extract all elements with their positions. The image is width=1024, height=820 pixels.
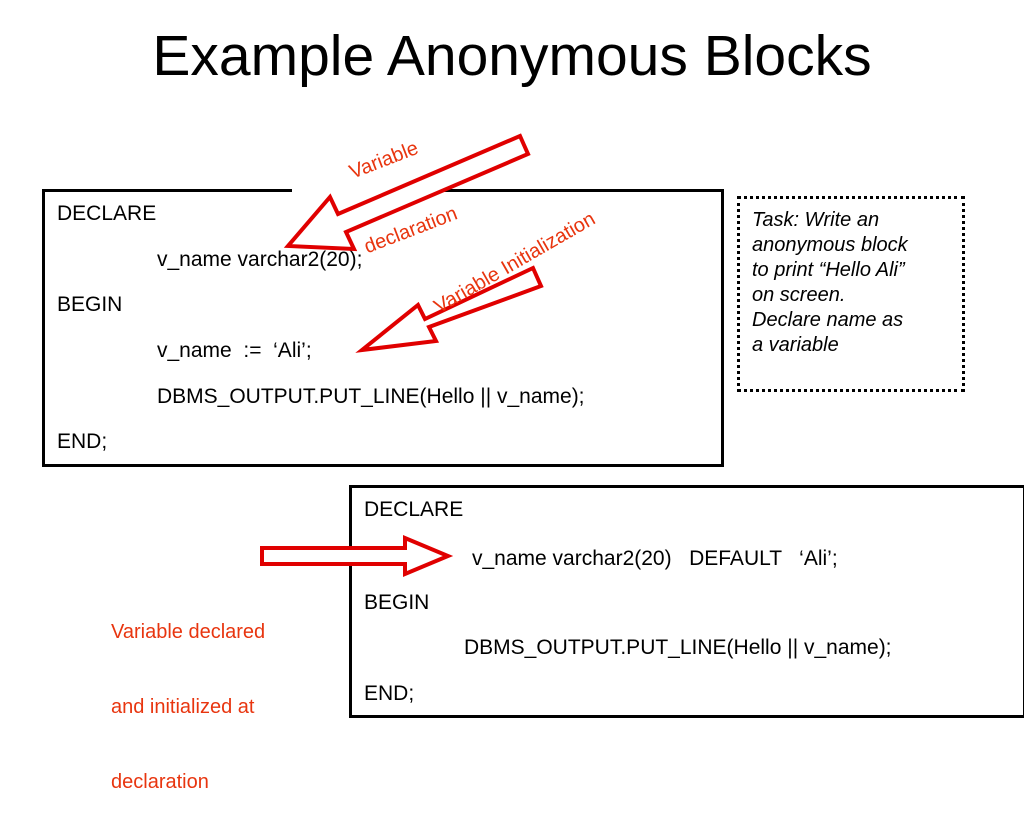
annotation-declared-initialized: Variable declared and initialized at dec… xyxy=(111,570,265,820)
task-line: to print “Hello Ali” xyxy=(752,259,905,281)
code-line-variable-initialization: v_name := ‘Ali’; xyxy=(157,339,312,362)
arrow-default xyxy=(260,534,454,578)
code-line-end: END; xyxy=(57,430,108,453)
code-line-put-line: DBMS_OUTPUT.PUT_LINE(Hello || v_name); xyxy=(464,636,892,659)
annotation-line: Variable declared xyxy=(111,621,266,643)
task-line: a variable xyxy=(752,334,839,356)
slide-title: Example Anonymous Blocks xyxy=(152,24,872,88)
task-line: anonymous block xyxy=(752,234,908,256)
code-line-default-declaration: v_name varchar2(20) DEFAULT ‘Ali’; xyxy=(472,547,838,570)
task-line: Task: Write an xyxy=(752,209,880,231)
code-line-begin: BEGIN xyxy=(364,591,430,614)
annotation-line: declaration xyxy=(111,771,209,793)
code-line-end: END; xyxy=(364,682,415,705)
arrow-layer xyxy=(260,133,544,578)
arrow-declaration xyxy=(283,133,531,252)
code-line-variable-declaration: v_name varchar2(20); xyxy=(157,248,363,271)
code-line-declare: DECLARE xyxy=(364,498,464,521)
annotation-line: declaration xyxy=(361,202,461,259)
code-line-begin: BEGIN xyxy=(57,293,123,316)
annotation-line: and initialized at xyxy=(111,696,255,718)
task-line: on screen. xyxy=(752,284,846,306)
task-line: Declare name as xyxy=(752,309,904,331)
border-gap xyxy=(292,186,402,194)
annotation-line: Variable xyxy=(346,137,422,184)
code-block-default: DECLARE v_name varchar2(20) DEFAULT ‘Ali… xyxy=(349,485,1024,718)
code-line-declare: DECLARE xyxy=(57,202,157,225)
code-block-anonymous: DECLARE v_name varchar2(20); BEGIN v_nam… xyxy=(42,189,724,467)
task-note: Task: Write an anonymous block to print … xyxy=(737,196,965,392)
code-line-put-line: DBMS_OUTPUT.PUT_LINE(Hello || v_name); xyxy=(157,385,585,408)
arrow-initialization xyxy=(355,265,544,353)
